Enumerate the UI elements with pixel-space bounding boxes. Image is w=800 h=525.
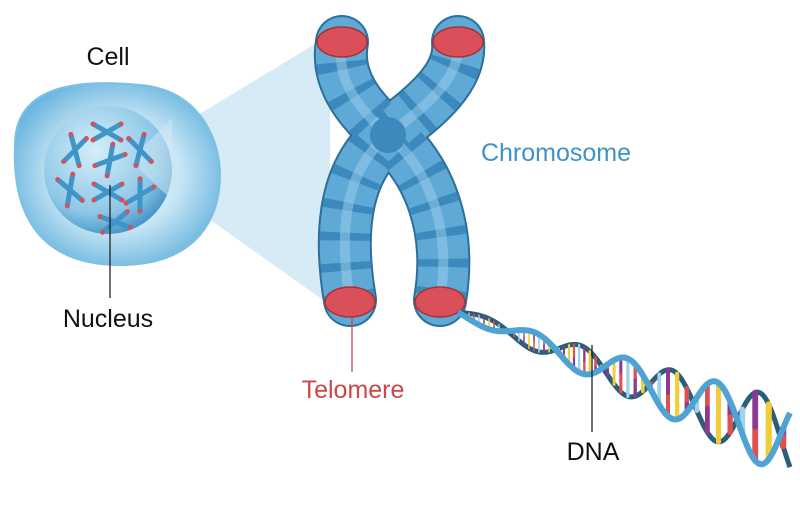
mini-telomere bbox=[104, 173, 110, 179]
mini-telomere bbox=[126, 136, 132, 141]
chromosome bbox=[313, 15, 486, 327]
mini-chromosome-body bbox=[97, 209, 133, 235]
mini-telomere bbox=[122, 152, 128, 157]
mini-chromosome-body bbox=[126, 131, 154, 169]
mini-telomere bbox=[83, 136, 89, 141]
mini-telomere bbox=[90, 137, 96, 143]
mini-telomere bbox=[127, 225, 133, 230]
dna-helix bbox=[456, 309, 793, 468]
mini-telomere bbox=[133, 163, 139, 168]
chromosome-label: Chromosome bbox=[480, 139, 632, 167]
chromosome-arm-bottom-right-highlight bbox=[384, 131, 449, 301]
mini-telomere bbox=[110, 141, 116, 147]
cell-label: Cell bbox=[86, 43, 130, 71]
telomere-top-left bbox=[316, 26, 368, 58]
mini-telomere bbox=[137, 176, 143, 182]
mini-telomere bbox=[55, 177, 61, 182]
nucleus-label: Nucleus bbox=[62, 305, 154, 333]
mini-chromosome bbox=[126, 131, 154, 169]
mini-chromosomes bbox=[55, 121, 157, 235]
mini-telomere bbox=[100, 229, 106, 235]
mini-telomere bbox=[64, 203, 70, 209]
mini-telomere bbox=[92, 163, 98, 168]
mini-telomere bbox=[123, 200, 129, 206]
mini-chromosome-body bbox=[92, 141, 128, 179]
mini-telomere bbox=[118, 137, 124, 143]
mini-chromosome bbox=[55, 171, 85, 209]
mini-telomere bbox=[141, 132, 147, 137]
mini-telomere bbox=[97, 214, 103, 219]
dna-strand-front bbox=[456, 309, 793, 468]
mini-telomere bbox=[91, 181, 97, 187]
mini-chromosome bbox=[90, 121, 124, 143]
zoom-projection bbox=[140, 35, 330, 305]
mini-chromosome bbox=[97, 209, 133, 235]
chromosome-arm-bottom-left-highlight bbox=[339, 131, 392, 301]
mini-telomere bbox=[68, 132, 74, 137]
mini-telomere bbox=[119, 197, 125, 203]
mini-telomere bbox=[148, 159, 154, 164]
zoom-projection-inner bbox=[140, 118, 172, 200]
mini-telomere bbox=[151, 184, 157, 190]
mini-telomere bbox=[90, 121, 96, 127]
mini-telomere bbox=[61, 159, 67, 164]
telomere-top-right bbox=[432, 26, 484, 58]
mini-telomere bbox=[91, 197, 97, 203]
centromere bbox=[370, 117, 406, 153]
mini-chromosome-body bbox=[91, 181, 125, 203]
dna-strand-back bbox=[457, 309, 793, 468]
mini-chromosome bbox=[92, 141, 128, 179]
mini-telomere bbox=[124, 209, 130, 215]
telomere-bottom-left bbox=[324, 286, 376, 318]
mini-telomere bbox=[76, 163, 82, 168]
mini-chromosome-body bbox=[123, 176, 157, 214]
mini-telomere bbox=[137, 208, 143, 214]
telomere-label: Telomere bbox=[301, 376, 405, 404]
mini-chromosome-body bbox=[90, 121, 124, 143]
mini-chromosome bbox=[91, 181, 125, 203]
mini-telomere bbox=[119, 181, 125, 187]
mini-chromosome bbox=[123, 176, 157, 214]
mini-telomere bbox=[79, 198, 85, 203]
dna-label: DNA bbox=[566, 438, 620, 466]
mini-chromosome-body bbox=[61, 131, 89, 169]
mini-chromosome-body bbox=[55, 171, 85, 209]
mini-telomere bbox=[70, 171, 76, 177]
mini-telomere bbox=[118, 121, 124, 127]
mini-chromosome bbox=[61, 131, 89, 169]
telomere-bottom-right bbox=[414, 286, 466, 318]
